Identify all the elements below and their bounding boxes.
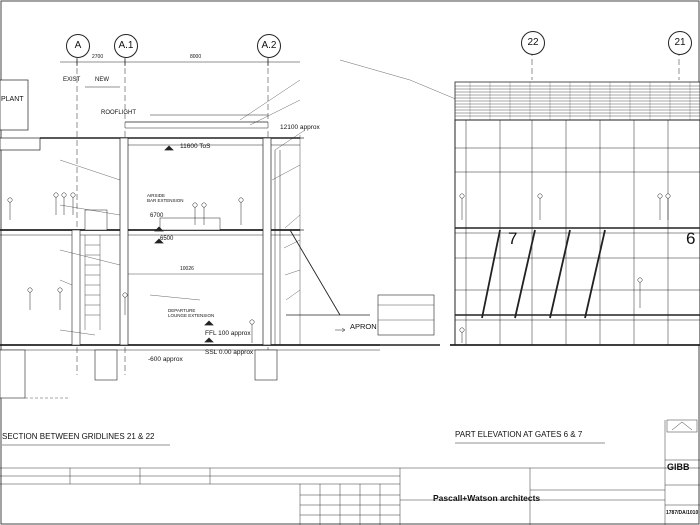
dim-10026: 10026 — [180, 266, 194, 272]
level-ssl000: SSL 0.00 approx — [205, 349, 254, 356]
level-minus600: -600 approx — [148, 356, 183, 363]
label-rooflight: ROOFLIGHT — [101, 110, 137, 116]
grid-bubble-22: 22 — [521, 31, 545, 55]
level-11600: 11600 ToS — [180, 143, 211, 150]
grid-bubble-a: A — [66, 34, 90, 58]
level-6500: 6500 — [160, 236, 174, 242]
grid-bubble-21: 21 — [668, 31, 692, 55]
grid-bubble-a1: A.1 — [114, 34, 138, 58]
elevation-drawing — [450, 50, 700, 346]
room-departure-lounge: DEPARTURE LOUNGE EXTENSION — [168, 308, 215, 318]
level-12100: 12100 approx — [280, 124, 320, 131]
section-drawing — [0, 50, 459, 399]
label-plant: PLANT — [1, 96, 24, 103]
level-ffl100: FFL 100 approx — [205, 330, 251, 337]
consultant-logo: GIBB — [667, 462, 690, 472]
gate-number-6: 6 — [686, 229, 696, 248]
architect-firm: Pascall+Watson architects — [433, 493, 541, 503]
elevation-caption: PART ELEVATION AT GATES 6 & 7 — [455, 430, 583, 439]
room-airside-bar: AIRSIDE BAR EXTENSION — [147, 193, 184, 203]
grid-bubble-a2: A.2 — [257, 34, 281, 58]
label-apron: APRON — [350, 322, 377, 331]
label-new: NEW — [95, 77, 109, 83]
client-logo — [666, 419, 698, 433]
drawing-number: 1787/DA/1010 — [666, 510, 699, 516]
title-block-lines — [0, 420, 700, 525]
level-6700: 6700 — [150, 213, 164, 219]
section-caption: SECTION BETWEEN GRIDLINES 21 & 22 — [2, 432, 155, 441]
label-exist: EXIST — [63, 77, 81, 83]
dim-2700: 2700 — [92, 54, 104, 60]
gate-number-7: 7 — [508, 229, 518, 248]
dim-8000: 8000 — [190, 54, 202, 60]
